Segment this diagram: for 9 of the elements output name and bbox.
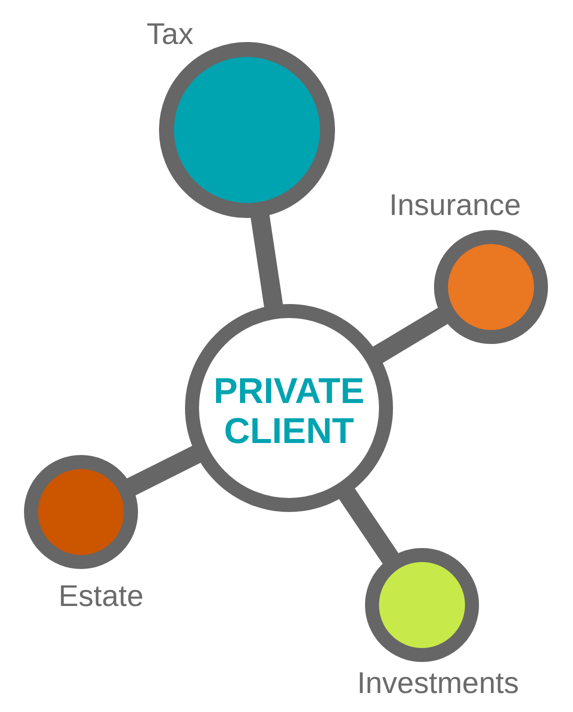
connector-line: [250, 214, 283, 308]
topic-label: Estate: [58, 580, 144, 614]
hub-title: PRIVATE CLIENT: [212, 369, 366, 451]
topic-label: Investments: [357, 667, 519, 701]
topic-label: Insurance: [389, 189, 521, 223]
connector-line: [338, 488, 399, 564]
connector-line: [372, 308, 448, 364]
connector-line: [126, 446, 202, 496]
topic-label: Tax: [146, 18, 194, 52]
